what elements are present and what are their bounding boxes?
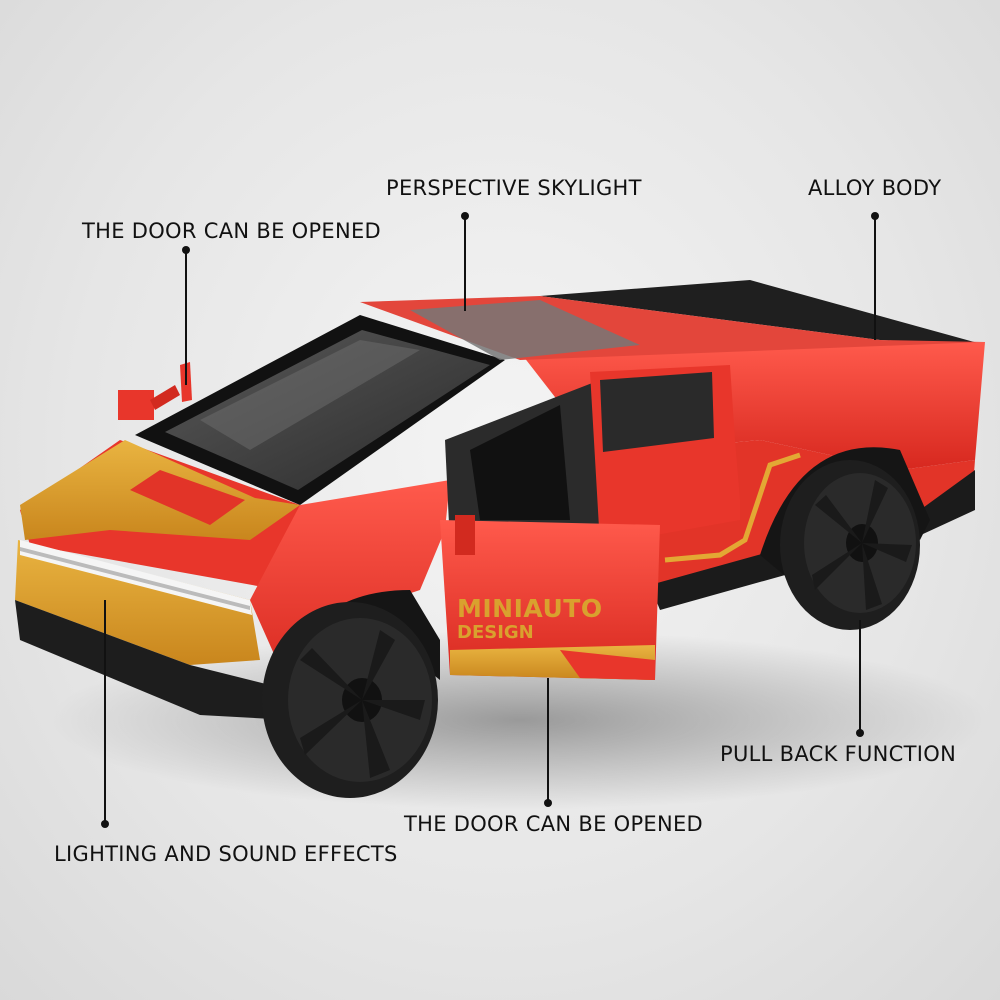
leader-line	[859, 620, 861, 732]
door-brand-line2: DESIGN	[457, 622, 534, 643]
leader-line	[874, 215, 876, 340]
leader-dot	[871, 212, 879, 220]
leader-dot	[856, 729, 864, 737]
callout-door-opened-bottom: THE DOOR CAN BE OPENED	[404, 812, 704, 836]
leader-line	[185, 250, 187, 385]
car-body	[15, 280, 985, 720]
leader-dot	[101, 820, 109, 828]
callout-pull-back-function: PULL BACK FUNCTION	[720, 742, 957, 766]
leader-dot	[544, 799, 552, 807]
leader-line	[104, 600, 106, 822]
front-wheel	[262, 602, 438, 798]
callout-lighting-sound: LIGHTING AND SOUND EFFECTS	[54, 842, 398, 866]
leader-dot	[182, 246, 190, 254]
door-brand-line1: MINIAUTO	[457, 594, 603, 623]
leader-dot	[461, 212, 469, 220]
leader-line	[464, 215, 466, 311]
leader-line	[547, 678, 549, 802]
callout-door-opened-top: THE DOOR CAN BE OPENED	[82, 219, 382, 243]
rear-wheel	[780, 460, 920, 630]
callout-perspective-skylight: PERSPECTIVE SKYLIGHT	[386, 176, 642, 200]
open-front-door	[440, 520, 660, 680]
callout-alloy-body: ALLOY BODY	[808, 176, 942, 200]
